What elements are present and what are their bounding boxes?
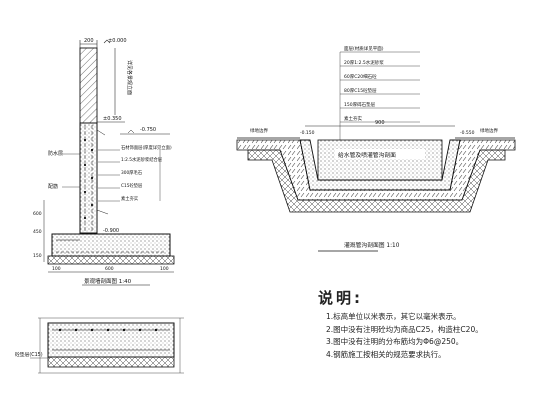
wall-callout-3: 300厚毛石 [121,169,143,176]
notes-title: 说明: [318,289,363,307]
wall-side-dim-1: 600 [33,211,42,217]
level-mark-1: ±0.350 [103,116,122,122]
wall-callout-4: C15砼垫层 [121,182,143,189]
wall-bottom-dim-2: 600 [105,266,114,272]
trench-section-title: 灌溉管沟剖面图 1:10 [344,241,400,249]
level-mark-2: -0.750 [140,127,156,133]
trench-center-label-bg [335,149,425,159]
wall-section-title: 景观墙剖面图 1:40 [84,277,132,285]
wall-top-dim: 200 [84,38,94,44]
strip-tag: 砼垫层(C15) [15,351,43,358]
trench-layer-1: 面层(材质详见平面) [344,45,384,52]
trench-left-tag: 绿地边界 [250,127,268,134]
wall-elevation-note: 详见各景观立面 [126,60,133,95]
trench-center-label: 给水管及喷灌管沟剖面 [338,151,396,159]
strip-section: 砼垫层(C15) [15,317,184,374]
trench-gravel [247,149,506,213]
wall-cap [79,47,98,124]
wall-callout-2: 1:2.5水泥砂浆结合层 [121,156,163,163]
wall-body [79,122,98,234]
notes-block: 说明: 1.标高单位以米表示，其它以毫米表示。 2.图中没有注明砼均为商品C25… [318,287,548,361]
wall-section: 200 ±0.000 详见各景观立面 ±0.350 -0.750 防水层 配筋 [33,38,175,286]
wall-footing [51,233,171,257]
trench-level-left: -0.150 [300,130,315,136]
wall-left-label-1: 防水层 [48,150,63,157]
level-mark-3: -0.900 [103,228,119,234]
note-item-1: 1.标高单位以米表示，其它以毫米表示。 [326,312,461,321]
strip-blinding [47,356,175,368]
trench-level-right: -0.550 [460,130,475,136]
trench-layer-5: 150厚碎石垫层 [344,101,376,108]
wall-side-dim-3: 150 [33,253,42,259]
trench-layer-3: 60厚C20细石砼 [344,73,377,80]
notes-list: 1.标高单位以米表示，其它以毫米表示。 2.图中没有注明砼均为商品C25，构造柱… [318,311,548,361]
wall-callout-1: 石材饰面层(厚度详见立面) [121,144,172,151]
trench-layer-6: 素土夯实 [344,115,362,122]
wall-bottom-dim-3: 100 [160,266,169,272]
trench-layer-4: 80厚C15砼垫层 [344,87,377,94]
trench-right-tag: 绿地边界 [480,127,498,134]
wall-top-level: ±0.000 [108,38,127,44]
trench-pipe-zone [317,139,443,181]
note-item-3: 3.图中没有注明的分布筋均为Φ6@250。 [326,337,464,346]
wall-footing-blinding [47,255,175,265]
wall-bottom-dim-1: 100 [52,266,61,272]
wall-callout-5: 素土夯实 [121,195,139,202]
note-item-4: 4.钢筋施工按相关的规范要求执行。 [326,349,446,359]
trench-layer-2: 20厚1:2.5水泥砂浆 [344,59,384,66]
wall-side-dim-2: 450 [33,229,42,235]
trench-section: 面层(材质详见平面) 20厚1:2.5水泥砂浆 60厚C20细石砼 80厚C15… [236,45,516,252]
wall-left-label-2: 配筋 [48,183,58,190]
note-item-2: 2.图中没有注明砼均为商品C25，构造柱C20。 [326,324,483,334]
strip-slab [47,322,175,358]
trench-top-dim: 900 [375,120,385,126]
